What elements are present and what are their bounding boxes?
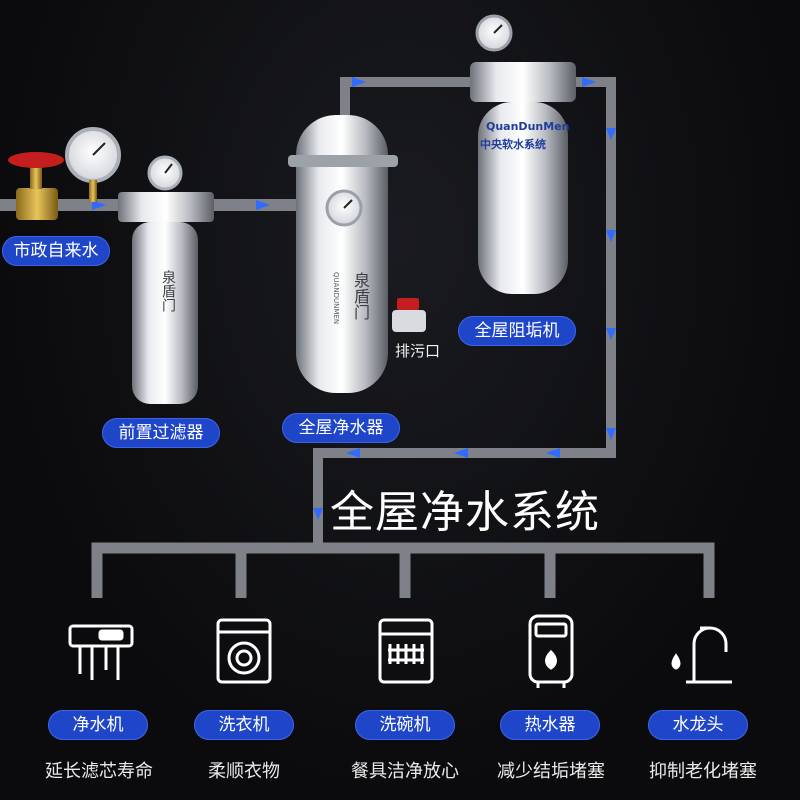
output-desc-faucet: 抑制老化堵塞: [649, 761, 757, 782]
output-desc-water-heater: 减少结垢堵塞: [497, 761, 605, 782]
scale-brand: QuanDunMen: [486, 120, 570, 133]
diagram-title: 全屋净水系统: [330, 487, 600, 538]
upper-pipe: [313, 77, 616, 543]
output-name-washing-machine: 洗衣机: [194, 710, 294, 740]
pre-filter-device: [118, 155, 214, 404]
output-name-dishwasher: 洗碗机: [355, 710, 455, 740]
faucet-icon: [671, 626, 732, 684]
pre-filter-brand: 泉盾门: [160, 270, 176, 312]
output-desc-water-purifier: 延长滤芯寿命: [45, 761, 153, 782]
output-desc-dishwasher: 餐具洁净放心: [351, 761, 459, 782]
label-drain-outlet: 排污口: [395, 342, 441, 360]
water-heater-icon: [528, 614, 574, 688]
output-desc-washing-machine: 柔顺衣物: [208, 761, 280, 782]
dishwasher-icon: [378, 618, 434, 684]
whole-house-purifier-device: [288, 115, 426, 393]
distribution-pipe: [91, 542, 715, 598]
scale-inhibitor-device: [470, 14, 576, 294]
purifier-sub: QUANDUNMEN: [332, 272, 340, 325]
flow-arrows: [92, 77, 616, 520]
purifier-brand: 泉盾门: [351, 272, 370, 320]
output-name-faucet: 水龙头: [648, 710, 748, 740]
label-whole-house-purifier: 全屋净水器: [282, 413, 400, 443]
label-pre-filter: 前置过滤器: [102, 418, 220, 448]
scale-sub: 中央软水系统: [480, 138, 546, 151]
output-name-water-heater: 热水器: [500, 710, 600, 740]
output-name-water-purifier: 净水机: [48, 710, 148, 740]
label-municipal-water: 市政自来水: [2, 236, 110, 266]
washing-machine-icon: [216, 618, 272, 684]
water-purifier-icon: [68, 624, 134, 680]
municipal-valve-icon: [8, 127, 121, 220]
label-scale-inhibitor: 全屋阻垢机: [458, 316, 576, 346]
